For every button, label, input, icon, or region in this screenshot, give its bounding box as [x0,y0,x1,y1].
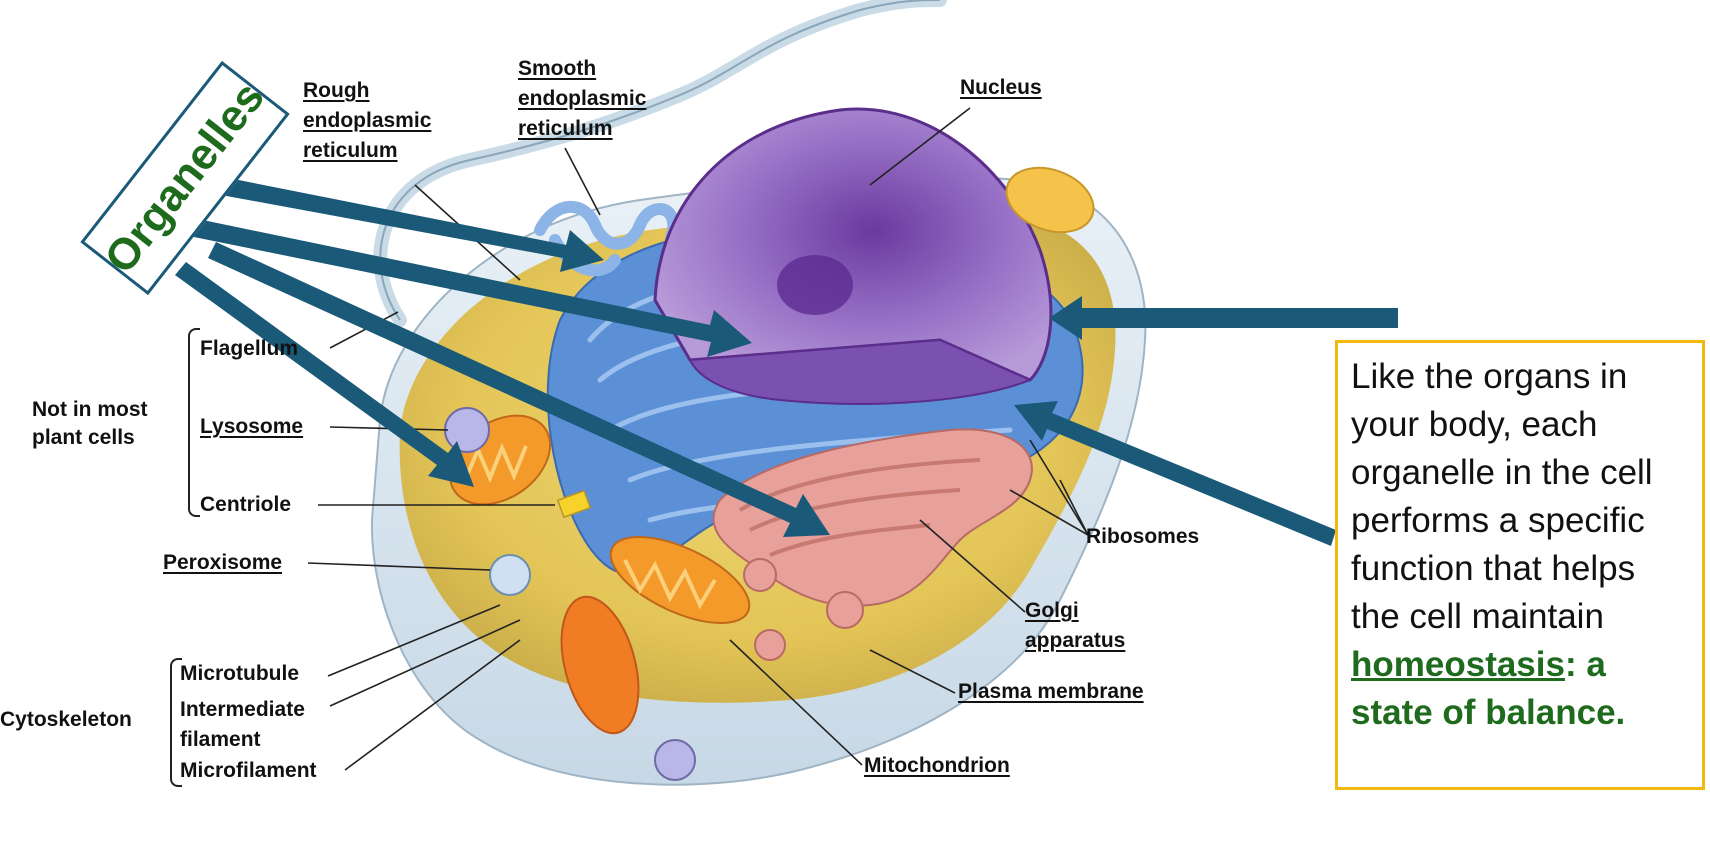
label-smooth-er-1: Smooth [518,57,597,80]
label-intermediate-2: filament [180,728,261,751]
info-box: Like the organs in your body, each organ… [1335,340,1705,790]
label-peroxisome: Peroxisome [163,551,283,574]
label-ribosomes: Ribosomes [1086,525,1200,548]
arrow-to-nucleus [189,218,752,357]
brace-cytoskeleton [170,658,182,787]
label-smooth-er-2: endoplasmic [518,87,647,110]
label-cytoskeleton: Cytoskeleton [0,708,132,731]
peroxisome-shape [489,554,531,596]
label-plasma-membrane: Plasma membrane [958,680,1144,703]
label-golgi-2: apparatus [1025,629,1126,652]
mitochondrion-shape-3 [560,595,640,735]
label-mitochondrion: Mitochondrion [864,754,1010,777]
label-not-in-most-1: Not in most [32,398,148,421]
label-nucleus: Nucleus [960,76,1042,99]
arrow-to-golgi [208,242,830,537]
label-rough-er-3: reticulum [303,139,398,162]
label-microfilament: Microfilament [180,759,317,782]
label-rough-er-2: endoplasmic [303,109,432,132]
info-text: Like the organs in your body, each organ… [1351,357,1653,636]
info-highlight-rest: : a state of balance. [1351,645,1626,732]
arrow-to-smooth-er [194,172,604,272]
arrow-from-box-top [1049,296,1398,340]
info-highlight-term: homeostasis [1351,645,1565,684]
arrow-from-box-middle [1014,401,1336,546]
callout-arrows [175,172,1398,546]
label-intermediate-1: Intermediate [180,698,305,721]
label-golgi-1: Golgi [1025,599,1079,622]
arrow-to-mitochondrion [175,262,474,487]
label-lysosome: Lysosome [200,415,304,438]
label-flagellum: Flagellum [200,337,299,360]
label-rough-er-1: Rough [303,79,370,102]
centriole-shape [556,489,592,519]
brace-not-in-most [188,328,200,517]
label-microtubule: Microtubule [180,662,299,685]
leader-lines [307,107,1089,771]
label-smooth-er-3: reticulum [518,117,613,140]
label-centriole: Centriole [200,493,292,516]
lysosome-shape [444,407,490,453]
mitochondrion-shape-2 [609,536,751,624]
nucleus-shape [653,107,1053,382]
label-not-in-most-2: plant cells [32,426,135,449]
